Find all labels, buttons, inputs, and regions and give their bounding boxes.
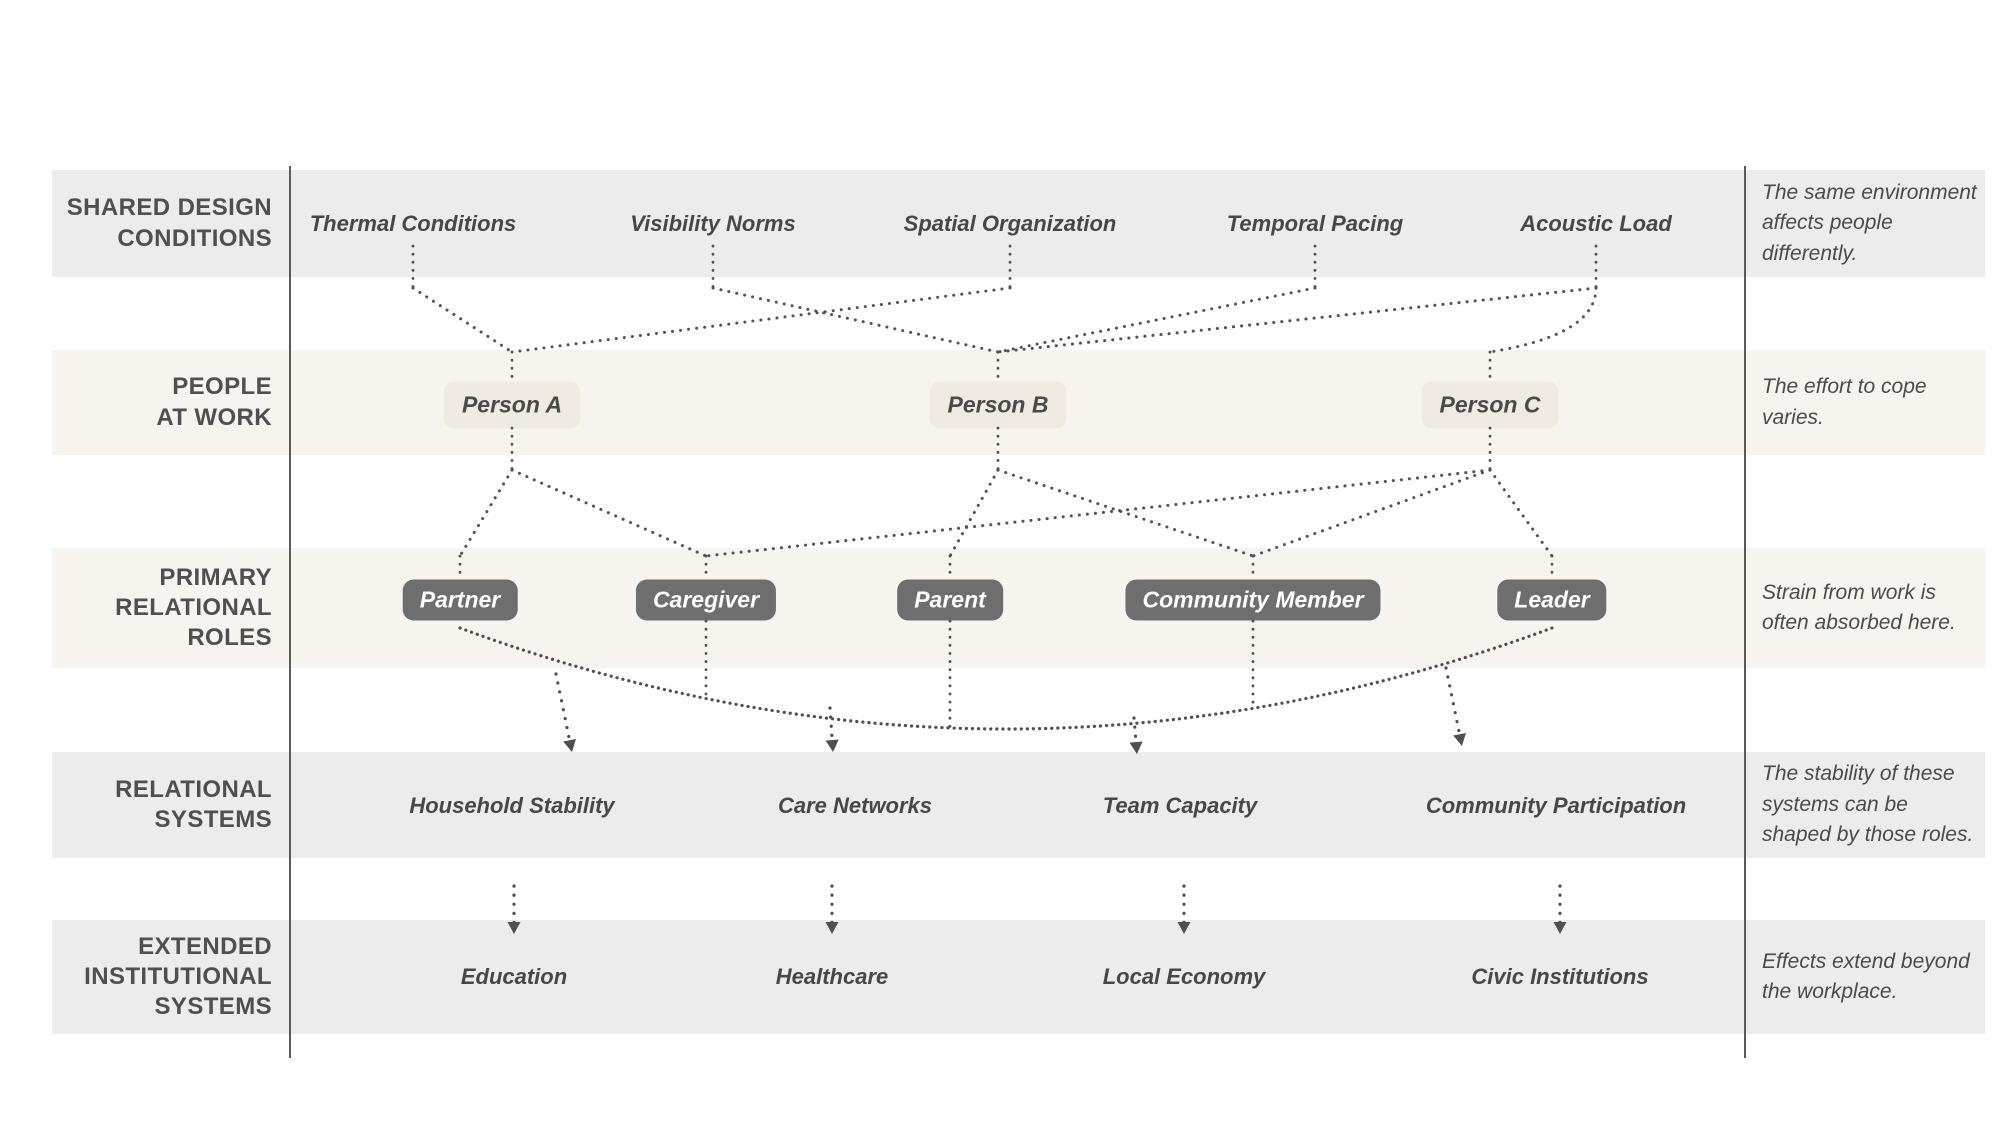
person-role-link [510,468,708,558]
condition-label: Temporal Pacing [1226,211,1404,236]
condition-label: Visibility Norms [630,211,796,236]
band-row-roles [52,548,1985,668]
role-system-arrow [1129,716,1143,754]
note-text: The effort to cope varies. [1762,375,1927,429]
institution-label: Local Economy [1102,964,1266,989]
person-role-link [1251,468,1492,558]
role-system-arrow-shaft [1132,716,1138,745]
role-system-arrow-shaft [828,706,834,743]
person-pill: Person B [929,381,1067,429]
row-label-line: PEOPLE [172,373,272,401]
role-system-arrow [825,706,839,752]
institution-label: Education [460,964,568,989]
condition-person-link [711,286,1000,354]
system-label: Community Participation [1425,793,1687,818]
note-conditions: The same environment affects people diff… [1762,170,1980,277]
band-row-systems [52,752,1985,858]
row-label-line: RELATIONAL [115,593,272,621]
role-pill: Partner [402,579,518,621]
system-label: Care Networks [777,793,933,818]
row-label-line: SHARED DESIGN [66,194,272,222]
note-systems: The stability of these systems can be sh… [1762,752,1980,858]
condition-person-link [996,286,1598,354]
role-pill: Parent [897,579,1003,621]
role-system-arrow-head [825,739,839,752]
row-label-line: SYSTEMS [154,993,272,1021]
note-text: Effects extend beyond the workplace. [1762,949,1970,1003]
person-role-link [458,468,514,558]
condition-label: Spatial Organization [903,211,1117,236]
row-label-line: INSTITUTIONAL [84,962,272,990]
note-text: The same environment affects people diff… [1762,180,1977,265]
person-role-link [704,468,1492,558]
condition-label: Thermal Conditions [309,211,517,236]
note-institutions: Effects extend beyond the workplace. [1762,920,1980,1034]
role-pill: Community Member [1125,579,1381,621]
person-role-link [1488,468,1554,558]
person-role-link [996,468,1255,558]
person-pill: Person C [1421,381,1559,429]
row-label-line: ROLES [187,624,272,652]
role-system-arrow-shaft [554,672,572,743]
person-pill: Person A [443,381,581,429]
note-people: The effort to cope varies. [1762,350,1980,455]
institution-label: Civic Institutions [1471,964,1649,989]
row-label-line: SYSTEMS [154,806,272,833]
role-system-arrow [554,672,576,752]
condition-person-link [996,286,1317,354]
institution-label: Healthcare [775,964,889,989]
row-label-line: CONDITIONS [117,224,272,252]
role-pill: Caregiver [635,579,777,621]
role-pill: Leader [1497,579,1607,621]
band-row-conditions [52,170,1985,277]
person-role-link [948,468,1000,558]
note-text: The stability of these systems can be sh… [1762,762,1974,847]
condition-label: Acoustic Load [1520,211,1672,236]
system-label: Household Stability [409,793,615,818]
note-text: Strain from work is often absorbed here. [1762,580,1956,634]
condition-person-link [510,286,1012,354]
row-label-line: PRIMARY [159,563,272,591]
system-label: Team Capacity [1102,793,1258,818]
role-system-arrow [1444,666,1466,746]
row-label-systems: RELATIONAL SYSTEMS [52,752,272,858]
role-system-arrow-shaft [1444,666,1462,737]
row-label-line: RELATIONAL [115,775,272,803]
condition-person-link [1488,286,1598,354]
row-label-line: AT WORK [156,403,272,431]
row-label-line: EXTENDED [138,932,272,960]
condition-person-link [411,286,514,354]
band-row-institutions [52,920,1985,1034]
role-system-arrow-head [1453,732,1466,746]
note-roles: Strain from work is often absorbed here. [1762,548,1980,668]
